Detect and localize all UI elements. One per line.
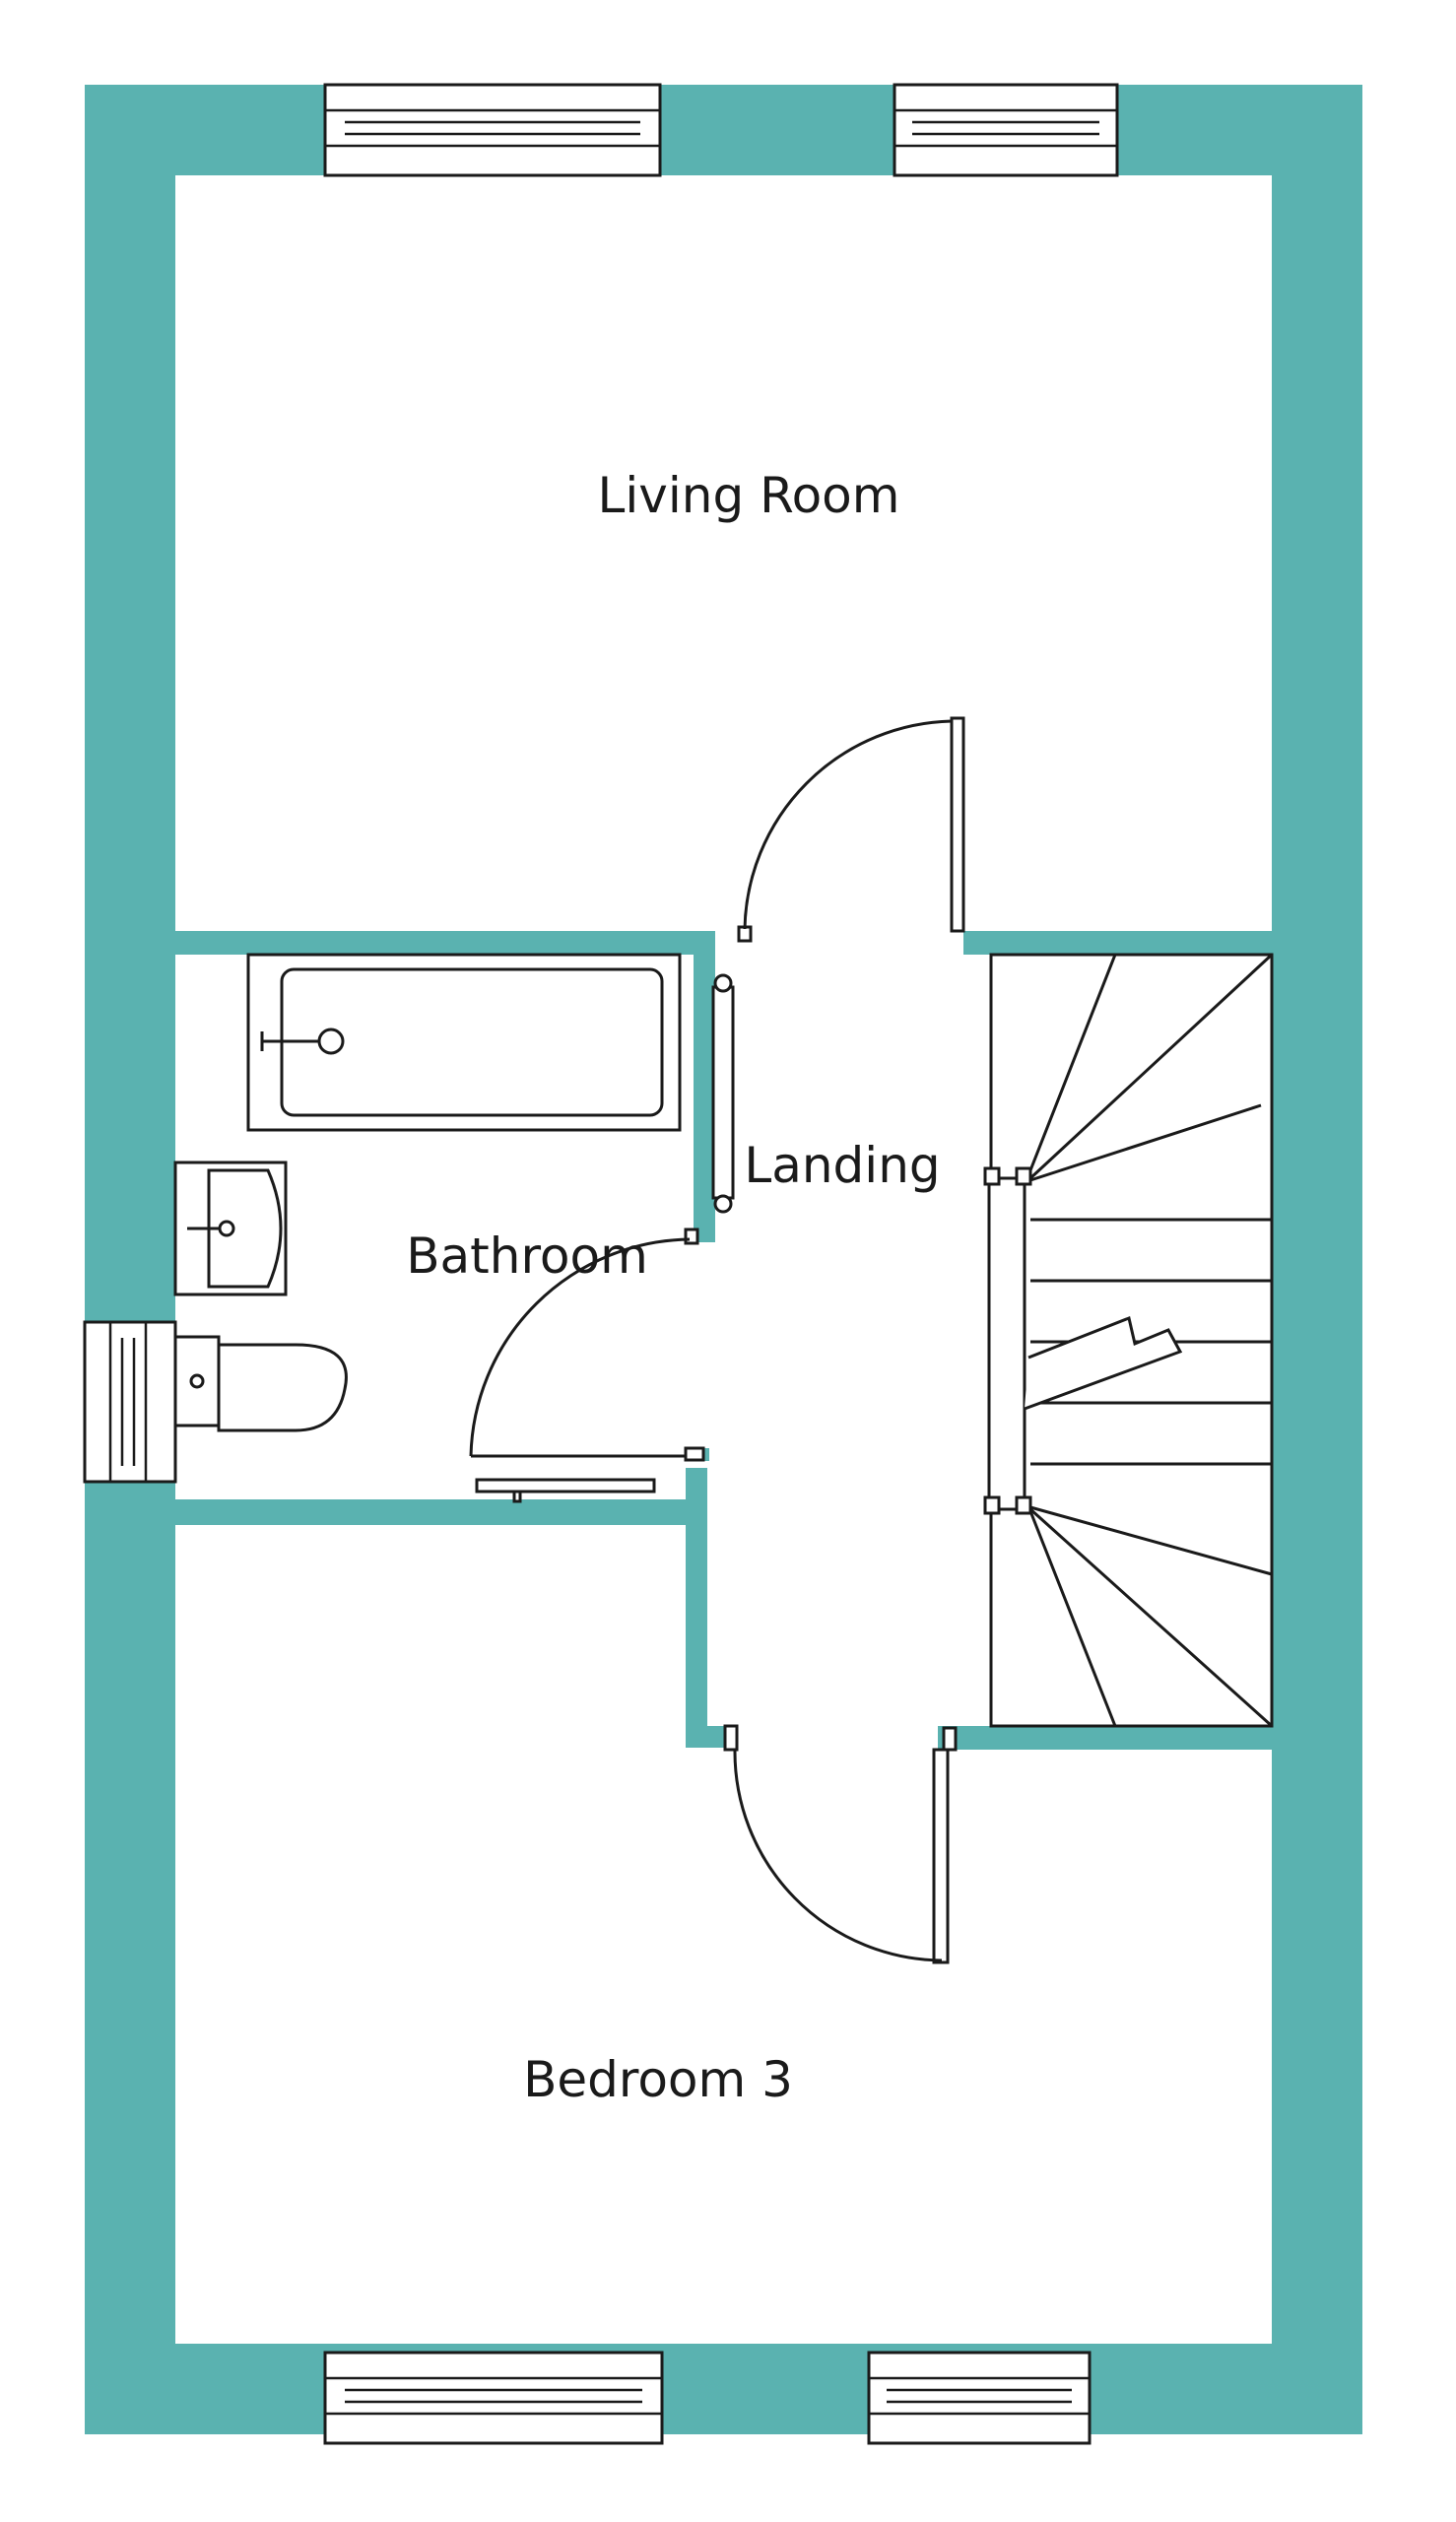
wall-stairs-bedroom <box>938 1726 1272 1750</box>
room-label-bedroom-3: Bedroom 3 <box>523 2051 793 2108</box>
toilet-icon <box>173 1335 348 1432</box>
room-label-living-room: Living Room <box>598 467 900 524</box>
bath-icon <box>246 953 682 1132</box>
door-bathroom <box>469 1228 705 1462</box>
basin-icon <box>173 1161 288 1296</box>
window-bathroom <box>83 1320 177 1484</box>
window-top-right <box>893 83 1119 177</box>
staircase-icon <box>983 953 1274 1728</box>
wall-landing-recess-base <box>686 1726 733 1748</box>
door-bedroom-3 <box>723 1724 958 1964</box>
window-top-left <box>323 83 662 177</box>
wall-bathroom-corner <box>686 1468 707 1525</box>
wall-living-stairs <box>963 931 1272 955</box>
door-living-room <box>737 716 965 943</box>
interior-walls <box>175 931 1272 1750</box>
window-bottom-left <box>323 2351 664 2445</box>
bathroom-threshold <box>475 1478 656 1503</box>
room-label-landing: Landing <box>744 1137 940 1194</box>
wall-landing-recess <box>686 1525 707 1748</box>
room-label-bathroom: Bathroom <box>406 1228 648 1285</box>
wall-living-bathroom <box>175 931 715 955</box>
wall-bathroom-landing-upper <box>694 955 715 1242</box>
window-bottom-right <box>867 2351 1092 2445</box>
towel-rail-icon <box>711 973 735 1214</box>
wall-bathroom-bedroom <box>175 1499 707 1525</box>
